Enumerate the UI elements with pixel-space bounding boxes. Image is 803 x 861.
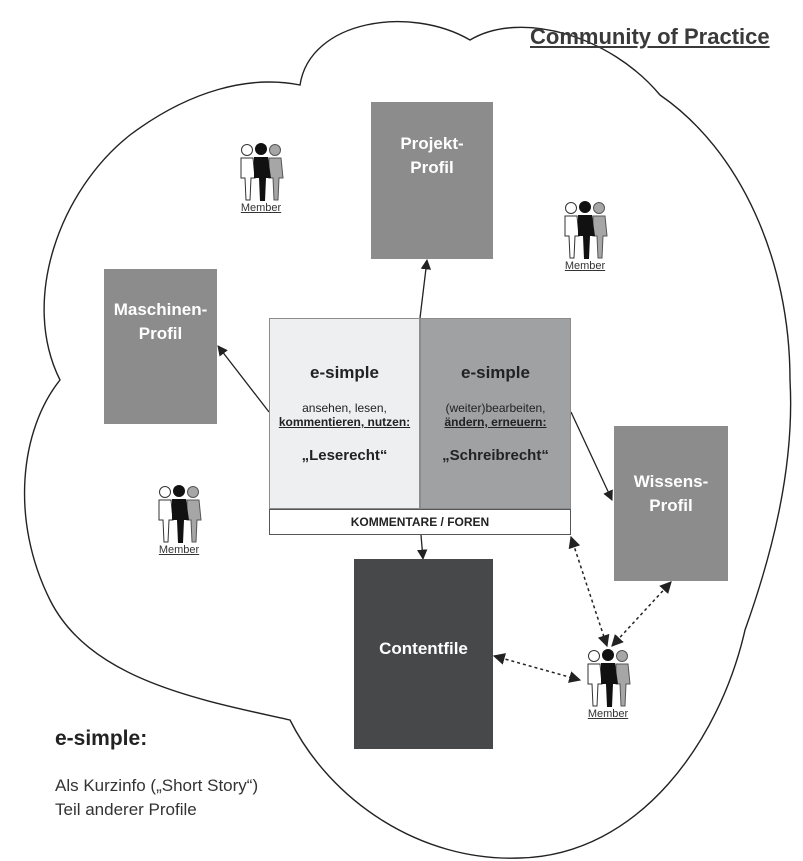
e-simple-read-actions: ansehen, lesen, — [302, 401, 387, 415]
dotted-arrow-bar-member — [568, 535, 610, 648]
e-simple-write-actions-bold: ändern, erneuern: — [444, 415, 547, 429]
projekt-profil-line2: Profil — [410, 157, 454, 177]
member-label: Member — [587, 708, 629, 720]
arrow-to-wissens — [570, 411, 613, 501]
member-group-top-left: Member — [226, 142, 296, 214]
people-group-icon — [587, 649, 631, 707]
projekt-profil-box: Projekt- Profil — [371, 102, 493, 259]
e-simple-write-title: e-simple — [461, 363, 530, 382]
member-group-left: Member — [144, 484, 214, 556]
wissens-profil-box: Wissens- Profil — [614, 426, 728, 581]
diagram-title: Community of Practice — [530, 24, 770, 49]
e-simple-write-box: e-simple (weiter)bearbeiten, ändern, ern… — [420, 318, 571, 509]
kommentare-foren-bar: KOMMENTARE / FOREN — [269, 509, 571, 535]
e-simple-read-box: e-simple ansehen, lesen, kommentieren, n… — [269, 318, 420, 509]
arrow-to-contentfile — [417, 534, 428, 561]
member-group-top-right: Member — [550, 200, 620, 272]
legend-heading: e-simple: — [55, 727, 148, 750]
legend-line-2: Teil anderer Profile — [55, 800, 197, 819]
contentfile-box: Contentfile — [354, 559, 493, 749]
maschinen-profil-box: Maschinen- Profil — [104, 269, 217, 424]
wissens-profil-line2: Profil — [649, 495, 693, 515]
e-simple-write-actions: (weiter)bearbeiten, — [445, 401, 546, 415]
maschinen-profil-line1: Maschinen- — [113, 299, 208, 319]
schreibrecht-label: „Schreibrecht“ — [442, 447, 549, 464]
arrow-to-maschinen — [217, 345, 270, 413]
projekt-profil-line1: Projekt- — [400, 133, 464, 153]
arrow-to-projekt — [419, 258, 432, 319]
maschinen-profil-line2: Profil — [138, 323, 183, 343]
dotted-arrow-wissens-member — [611, 581, 672, 647]
dotted-arrow-contentfile-member — [492, 653, 582, 683]
e-simple-read-actions-bold: kommentieren, nutzen: — [278, 415, 411, 429]
contentfile-label: Contentfile — [379, 639, 468, 658]
member-label: Member — [240, 202, 282, 214]
legend-line-1: Als Kurzinfo („Short Story“) — [55, 776, 259, 795]
member-group-bottom: Member — [573, 648, 643, 720]
member-label: Member — [158, 544, 200, 556]
community-cloud — [23, 21, 792, 859]
people-group-icon — [240, 143, 284, 201]
people-group-icon — [158, 485, 202, 543]
people-group-icon — [564, 201, 608, 259]
wissens-profil-line1: Wissens- — [633, 471, 709, 491]
e-simple-read-title: e-simple — [310, 363, 379, 382]
member-label: Member — [564, 260, 606, 272]
leserecht-label: „Leserecht“ — [301, 447, 388, 464]
